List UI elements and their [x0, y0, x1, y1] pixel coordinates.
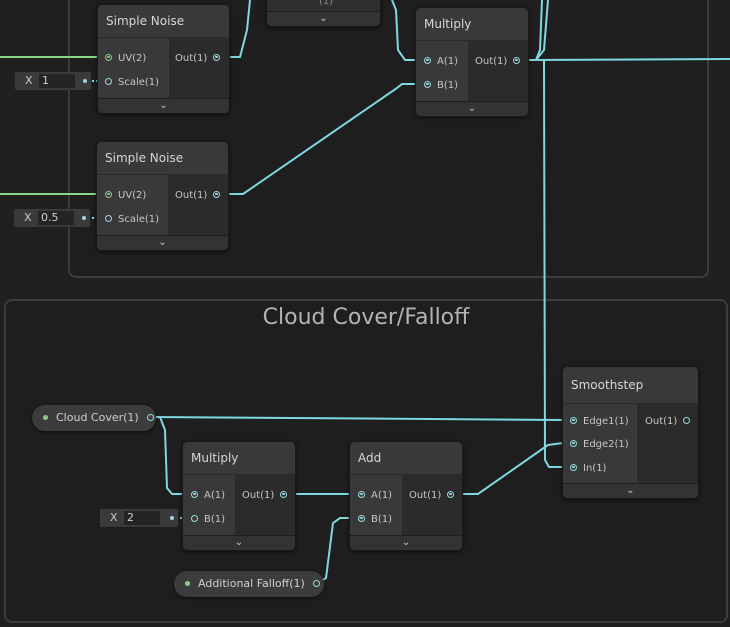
a-input-port[interactable]: A(1) — [358, 488, 392, 504]
a-input-port[interactable]: A(1) — [191, 488, 225, 504]
scale-input-port[interactable]: Scale(1) — [105, 212, 159, 228]
node-title: Multiply — [416, 8, 528, 41]
chevron-down-icon[interactable]: ⌄ — [401, 537, 411, 548]
scale-field-2[interactable]: X 0.5 — [14, 209, 90, 227]
port-dot-icon[interactable] — [191, 514, 198, 522]
node-footer[interactable]: ⌄ — [98, 98, 229, 113]
multiply-node-bottom[interactable]: Multiply A(1) B(1) Out(1) ⌄ — [182, 441, 296, 551]
port-dot-icon[interactable] — [513, 56, 521, 64]
out-port[interactable]: Out(1) — [409, 488, 455, 504]
port-dot-icon[interactable] — [358, 490, 365, 498]
smoothstep-node[interactable]: Smoothstep Edge1(1) Edge2(1) In(1) Out(1… — [562, 366, 699, 499]
node-title: Simple Noise — [98, 5, 229, 38]
node-title: Simple Noise — [97, 142, 228, 175]
stub-label: (1) — [319, 0, 334, 7]
out-port[interactable]: Out(1) — [475, 54, 521, 70]
node-footer[interactable]: ⌄ — [350, 535, 462, 550]
out-port[interactable]: Out(1) — [175, 188, 221, 204]
simple-noise-node-1[interactable]: Simple Noise UV(2) Scale(1) Out(1) ⌄ — [97, 4, 230, 114]
connector-dot-icon — [83, 79, 87, 83]
port-dot-icon[interactable] — [424, 56, 431, 64]
port-dot-icon[interactable] — [358, 514, 365, 522]
port-dot-icon[interactable] — [280, 490, 288, 498]
property-type-icon — [185, 580, 190, 586]
port-dot-icon[interactable] — [213, 190, 221, 198]
port-dot-icon[interactable] — [424, 80, 431, 88]
edge1-input-port[interactable]: Edge1(1) — [570, 414, 629, 430]
port-dot-icon[interactable] — [105, 214, 112, 222]
chevron-down-icon[interactable]: ⌄ — [159, 100, 168, 111]
chevron-down-icon[interactable]: ⌄ — [319, 13, 328, 24]
out-port[interactable]: Out(1) — [175, 51, 221, 67]
scale-field-1[interactable]: X 1 — [15, 72, 91, 90]
chevron-down-icon[interactable]: ⌄ — [158, 237, 167, 248]
group-title: Cloud Cover/Falloff — [262, 305, 470, 330]
edge2-input-port[interactable]: Edge2(1) — [570, 437, 629, 453]
in-input-port[interactable]: In(1) — [570, 461, 606, 477]
connector-dot-icon — [82, 216, 86, 220]
node-footer[interactable]: ⌄ — [97, 235, 228, 250]
node-footer[interactable]: ⌄ — [183, 535, 295, 550]
port-dot-icon[interactable] — [683, 416, 691, 424]
port-dot-icon[interactable] — [570, 463, 577, 471]
port-dot-icon[interactable] — [213, 53, 221, 61]
axis-label: X — [24, 211, 32, 224]
port-dot-icon[interactable] — [105, 190, 112, 198]
port-dot-icon[interactable] — [447, 490, 455, 498]
multiply-b-field[interactable]: X 2 — [100, 509, 178, 527]
simple-noise-node-2[interactable]: Simple Noise UV(2) Scale(1) Out(1) ⌄ — [96, 141, 229, 251]
stub-footer[interactable]: ⌄ — [267, 11, 380, 26]
additional-falloff-property[interactable]: Additional Falloff(1) — [174, 571, 324, 597]
port-dot-icon[interactable] — [570, 416, 577, 424]
a-input-port[interactable]: A(1) — [424, 54, 458, 70]
axis-label: X — [25, 74, 33, 87]
cloud-cover-property[interactable]: Cloud Cover(1) — [32, 405, 156, 431]
out-port[interactable]: Out(1) — [242, 488, 288, 504]
value-input[interactable]: 1 — [39, 74, 75, 88]
multiply-node-top[interactable]: Multiply A(1) B(1) Out(1) ⌄ — [415, 7, 529, 117]
port-dot-icon[interactable] — [105, 53, 112, 61]
port-dot-icon[interactable] — [312, 579, 320, 587]
chevron-down-icon[interactable]: ⌄ — [626, 485, 635, 496]
b-input-port[interactable]: B(1) — [358, 512, 392, 528]
node-title: Add — [350, 442, 462, 475]
value-input[interactable]: 0.5 — [38, 211, 74, 225]
add-node[interactable]: Add A(1) B(1) Out(1) ⌄ — [349, 441, 463, 551]
port-dot-icon[interactable] — [191, 490, 198, 498]
scale-input-port[interactable]: Scale(1) — [105, 75, 159, 91]
chevron-down-icon[interactable]: ⌄ — [234, 537, 244, 548]
uv-input-port[interactable]: UV(2) — [105, 188, 146, 204]
connector-dot-icon — [170, 516, 174, 520]
top-stub-node[interactable]: (1) ⌄ — [266, 0, 381, 27]
b-input-port[interactable]: B(1) — [191, 512, 225, 528]
port-dot-icon[interactable] — [570, 439, 577, 447]
port-dot-icon[interactable] — [105, 77, 112, 85]
node-title: Smoothstep — [563, 367, 698, 404]
port-dot-icon[interactable] — [146, 413, 154, 421]
out-port[interactable]: Out(1) — [645, 414, 691, 430]
chevron-down-icon[interactable]: ⌄ — [467, 103, 477, 114]
property-type-icon — [43, 414, 48, 420]
node-footer[interactable]: ⌄ — [563, 483, 698, 498]
value-input[interactable]: 2 — [124, 511, 160, 525]
axis-label: X — [110, 511, 118, 524]
uv-input-port[interactable]: UV(2) — [105, 51, 146, 67]
node-title: Multiply — [183, 442, 295, 475]
b-input-port[interactable]: B(1) — [424, 78, 458, 94]
node-footer[interactable]: ⌄ — [416, 101, 528, 116]
